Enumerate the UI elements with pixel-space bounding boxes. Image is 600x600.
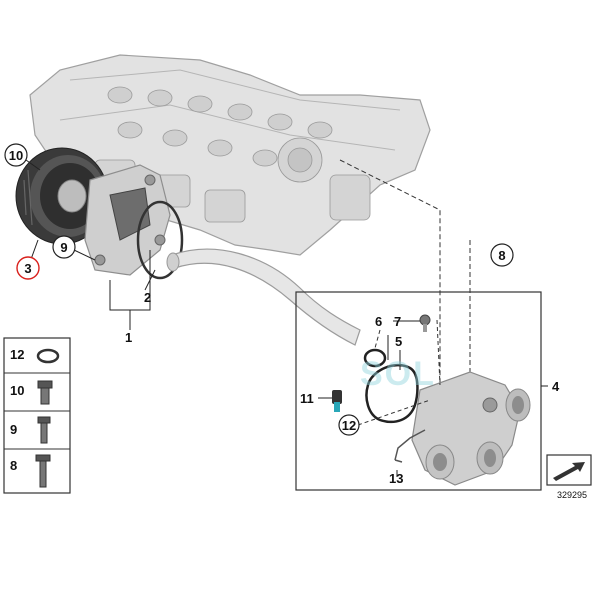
callout-9: 9 — [52, 235, 76, 259]
legend-num-8: 8 — [10, 458, 17, 473]
hex-bolt-icon — [37, 380, 53, 405]
diagram-number: 329295 — [557, 490, 587, 500]
callout-8: 8 — [490, 243, 514, 267]
callout-6: 6 — [375, 314, 382, 329]
legend-num-9: 9 — [10, 422, 17, 437]
flange-bolt-icon — [35, 454, 51, 488]
o-ring-icon — [36, 348, 60, 364]
screw-7 — [419, 314, 431, 332]
callout-13: 13 — [389, 471, 403, 486]
parts-legend: 12 10 9 8 — [3, 337, 71, 494]
detail-box — [295, 291, 542, 491]
legend-num-12: 12 — [10, 347, 24, 362]
pump-gasket — [136, 200, 184, 280]
callout-3: 3 — [16, 256, 40, 280]
callout-4: 4 — [552, 379, 560, 394]
callout-1: 1 — [125, 330, 132, 345]
callout-2: 2 — [144, 290, 151, 305]
callout-11: 11 — [300, 391, 314, 406]
thermostat-gasket — [365, 363, 419, 424]
long-bolt-icon — [37, 416, 51, 444]
water-pump-housing — [84, 164, 171, 276]
legend-num-10: 10 — [10, 383, 24, 398]
direction-arrow-box — [546, 454, 592, 486]
callout-5: 5 — [395, 334, 402, 349]
o-ring-6 — [363, 348, 387, 368]
coolant-hose — [166, 248, 361, 346]
svg-text:3: 3 — [24, 261, 31, 276]
temperature-sensor — [332, 390, 342, 412]
retaining-clip — [394, 429, 426, 463]
watermark: SOL — [360, 355, 436, 393]
pump-pulley — [15, 147, 109, 245]
callout-12: 12 — [338, 414, 360, 436]
thermostat-housing — [411, 371, 531, 486]
svg-text:8: 8 — [498, 248, 505, 263]
svg-text:9: 9 — [60, 240, 67, 255]
leader-lines — [339, 159, 471, 410]
callout-7: 7 — [394, 314, 401, 329]
callout-10: 10 — [4, 143, 28, 167]
arrow-icon — [553, 462, 585, 481]
svg-text:10: 10 — [9, 148, 23, 163]
svg-text:12: 12 — [342, 418, 356, 433]
